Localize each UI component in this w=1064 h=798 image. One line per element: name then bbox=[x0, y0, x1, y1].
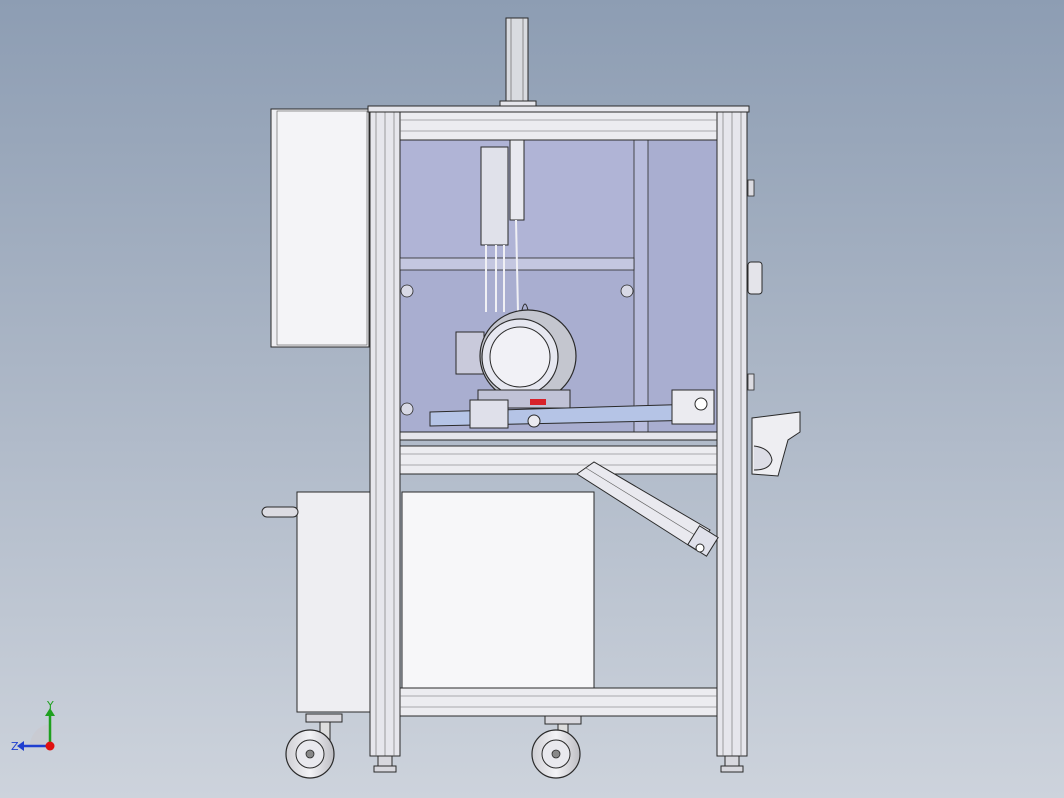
top-servo-motor bbox=[499, 17, 537, 111]
z-axis-label: Z bbox=[11, 740, 19, 753]
lower-cabinet bbox=[261, 491, 595, 713]
right-frame-post bbox=[716, 109, 748, 757]
electrical-cabinet bbox=[270, 108, 374, 348]
top-beam bbox=[367, 105, 750, 141]
outfeed-chute bbox=[751, 411, 801, 477]
vertical-actuator bbox=[480, 139, 525, 313]
angled-pneumatic-cylinder bbox=[576, 461, 719, 557]
bottom-beam bbox=[399, 687, 718, 717]
castor-wheel-right bbox=[531, 715, 582, 779]
inner-vertical-post bbox=[633, 139, 649, 433]
castor-wheel-left bbox=[285, 713, 343, 779]
leveling-feet bbox=[373, 755, 744, 773]
triad-origin-dot bbox=[45, 741, 55, 751]
spindle-motor bbox=[455, 303, 577, 409]
table-beam bbox=[399, 431, 718, 475]
left-frame-post bbox=[369, 109, 401, 757]
z-axis-arrowhead bbox=[17, 741, 24, 751]
work-table bbox=[429, 389, 715, 429]
panel-bolts bbox=[400, 284, 634, 416]
y-axis-arrowhead bbox=[45, 708, 55, 716]
coordinate-triad: Y Z bbox=[11, 699, 55, 753]
y-axis-label: Y bbox=[46, 699, 54, 712]
right-side-fittings bbox=[747, 179, 763, 391]
